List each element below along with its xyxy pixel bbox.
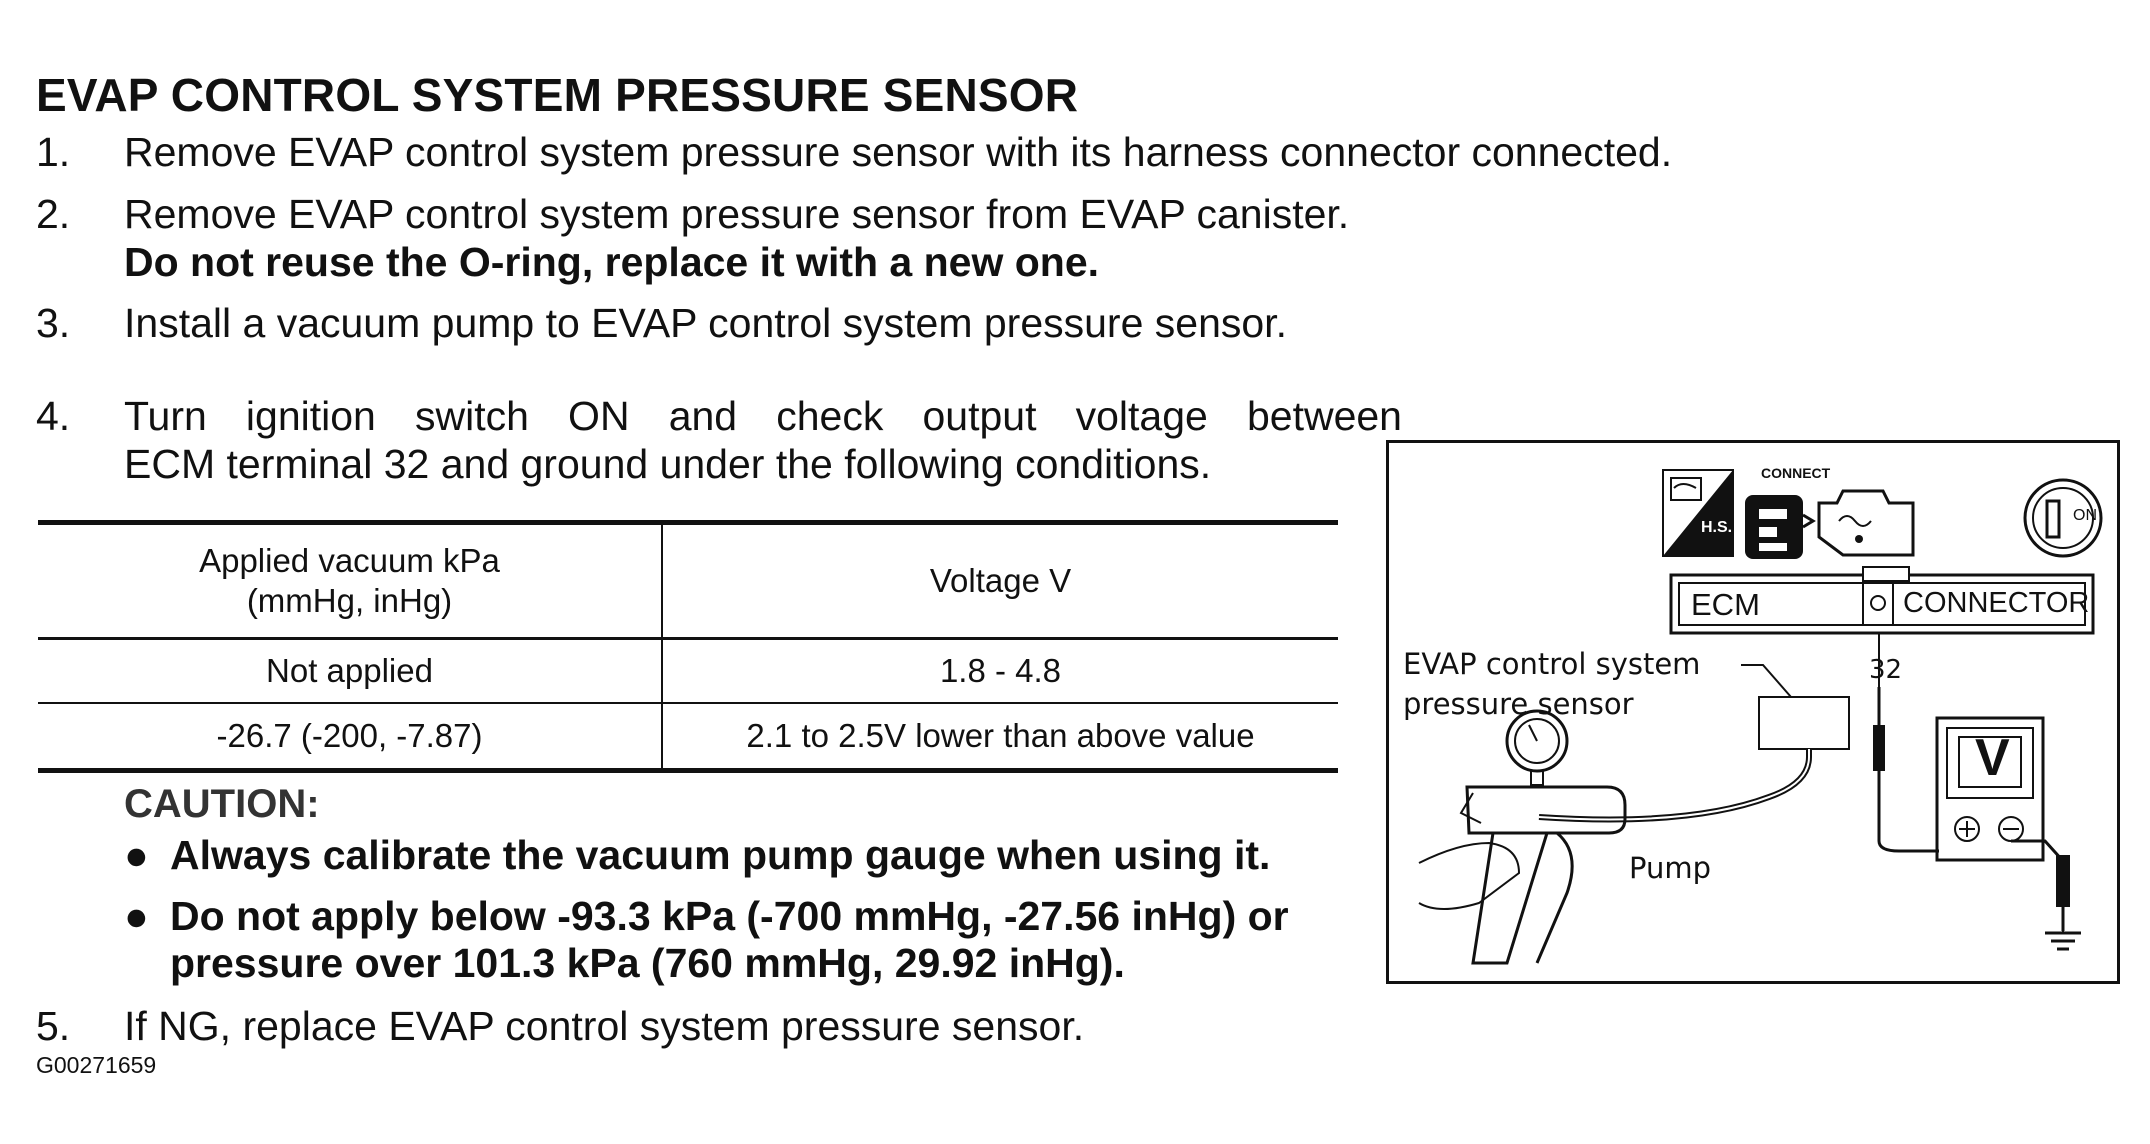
table-cell: 2.1 to 2.5V lower than above value: [662, 703, 1338, 773]
step-number: 2.: [36, 191, 71, 237]
bullet-text: Always calibrate the vacuum pump gauge w…: [170, 832, 1271, 878]
table-row: -26.7 (-200, -7.87) 2.1 to 2.5V lower th…: [38, 703, 1338, 773]
probe-wire: [1873, 633, 2081, 951]
ignition-key-icon: [2023, 478, 2103, 558]
sensor-label-line1: EVAP control system: [1403, 647, 1701, 681]
pump-label: Pump: [1629, 851, 1712, 885]
test-diagram: ECM CONNECTOR EVAP control system pressu…: [1386, 440, 2120, 984]
pressure-sensor: [1538, 664, 1850, 823]
ecm-connector-box: [1669, 566, 2095, 635]
step-1: 1. Remove EVAP control system pressure s…: [36, 128, 1936, 178]
step-2: 2. Remove EVAP control system pressure s…: [36, 190, 1936, 290]
caution-bullet: ● Do not apply below -93.3 kPa (-700 mmH…: [124, 893, 1424, 993]
bullet-text: Do not apply below -93.3 kPa (-700 mmHg,…: [170, 893, 1289, 939]
bullet-icon: ●: [124, 832, 149, 878]
on-icon-label: ON: [2073, 507, 2097, 524]
step-5: 5. If NG, replace EVAP control system pr…: [36, 1002, 1936, 1052]
step-number: 1.: [36, 129, 71, 175]
caution-bullet: ● Always calibrate the vacuum pump gauge…: [124, 832, 1424, 882]
step-text-line1: Turn ignition switch ON and check output…: [124, 393, 1402, 439]
table-header-vacuum: Applied vacuum kPa (mmHg, inHg): [38, 520, 663, 640]
caution-label: CAUTION:: [124, 782, 320, 826]
engine-icon: [1817, 489, 1915, 557]
step-number: 5.: [36, 1003, 71, 1049]
step-number: 3.: [36, 300, 71, 346]
step-text: Remove EVAP control system pressure sens…: [124, 129, 1673, 175]
connector-icon: [1745, 495, 1816, 559]
table-row: Not applied 1.8 - 4.8: [38, 638, 1338, 704]
voltage-table: Applied vacuum kPa (mmHg, inHg) Voltage …: [38, 520, 1338, 773]
voltmeter: [1935, 716, 2045, 862]
terminal-label: 32: [1869, 655, 1903, 685]
vacuum-pump: [1418, 709, 1627, 965]
step-text-line2: ECM terminal 32 and ground under the fol…: [124, 441, 1212, 487]
table-cell: 1.8 - 4.8: [662, 638, 1338, 704]
step-text: Remove EVAP control system pressure sens…: [124, 191, 1350, 237]
connector-label: CONNECTOR: [1903, 587, 2090, 619]
step-text: Install a vacuum pump to EVAP control sy…: [124, 300, 1287, 346]
connect-icon-label: CONNECT: [1761, 465, 1831, 481]
step-text: If NG, replace EVAP control system press…: [124, 1003, 1085, 1049]
header-line: (mmHg, inHg): [246, 582, 453, 619]
page-title: EVAP CONTROL SYSTEM PRESSURE SENSOR: [36, 69, 1079, 121]
table-cell: Not applied: [38, 638, 663, 704]
table-cell: -26.7 (-200, -7.87): [38, 703, 663, 773]
hs-icon: [1662, 469, 1734, 557]
step-note: Do not reuse the O-ring, replace it with…: [124, 239, 1100, 285]
hs-icon-label: H.S.: [1701, 519, 1733, 536]
bullet-text: pressure over 101.3 kPa (760 mmHg, 29.92…: [170, 940, 1125, 986]
voltmeter-label: V: [1975, 729, 2010, 787]
step-3: 3. Install a vacuum pump to EVAP control…: [36, 299, 1936, 349]
step-4: 4. Turn ignition switch ON and check out…: [36, 392, 1402, 492]
sensor-label-line2: pressure sensor: [1403, 687, 1634, 721]
bullet-icon: ●: [124, 893, 149, 939]
figure-code: G00271659: [36, 1052, 157, 1078]
header-line: Applied vacuum kPa: [199, 542, 500, 579]
diagram-drawing: [1418, 469, 2103, 965]
step-number: 4.: [36, 393, 71, 439]
ecm-label: ECM: [1691, 587, 1760, 622]
table-header-voltage: Voltage V: [662, 520, 1338, 640]
